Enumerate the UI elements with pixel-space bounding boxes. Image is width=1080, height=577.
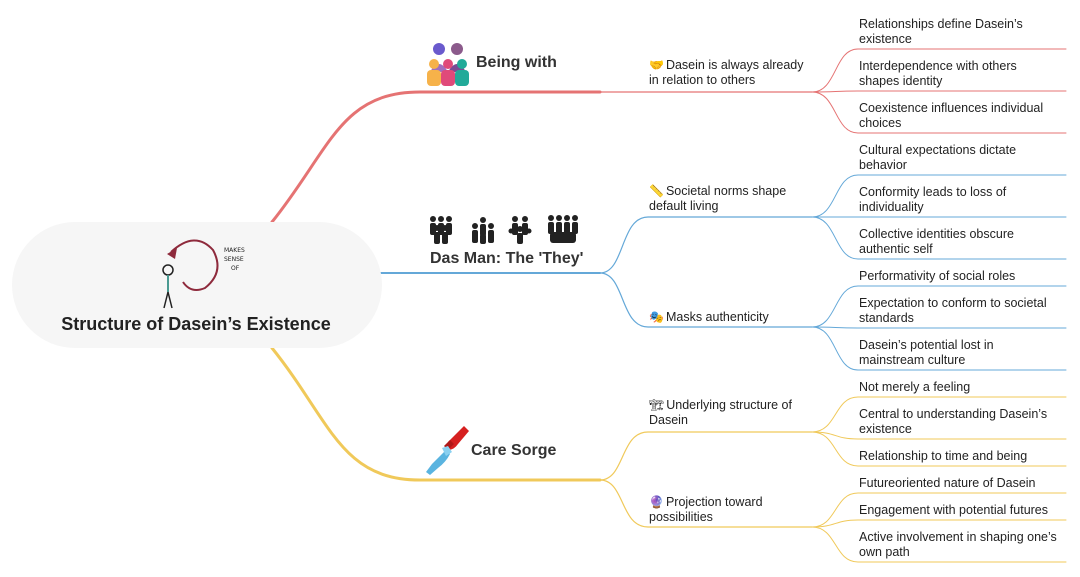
root-title[interactable]: Structure of Dasein’s Existence — [61, 314, 331, 334]
connector-das-man-masks — [599, 272, 813, 328]
connector-leaf-being-with-2 — [811, 90, 1067, 93]
connector-leaf-structure-2 — [811, 431, 1067, 440]
connector-leaf-masks-1 — [811, 285, 1067, 328]
leaf-relationships-define[interactable]: Relationships define Dasein’s existence — [859, 17, 1023, 46]
helping-hands-icon — [426, 426, 469, 475]
connector-care-projection — [599, 479, 813, 528]
connector-root-care-sorge — [270, 346, 602, 482]
leaf-central-understanding[interactable]: Central to understanding Dasein’s existe… — [859, 407, 1048, 436]
connector-leaf-norms-1 — [811, 174, 1067, 218]
leaf-engagement-futures[interactable]: Engagement with potential futures — [859, 503, 1049, 517]
connector-leaf-masks-3 — [811, 326, 1067, 371]
subtopic-societal-norms[interactable]: 📏Societal norms shape default living — [649, 184, 809, 214]
branch-title-being-with[interactable]: Being with — [476, 54, 557, 71]
leaf-potential-lost[interactable]: Dasein’s potential lost in mainstream cu… — [859, 338, 994, 367]
leaf-interdependence[interactable]: Interdependence with others shapes ident… — [859, 59, 1017, 88]
connector-leaf-structure-1 — [811, 396, 1067, 433]
ruler-icon: 📏 — [649, 184, 664, 198]
subtopic-relation-to-others[interactable]: 🤝Dasein is always already in relation to… — [649, 58, 814, 88]
connector-leaf-projection-2 — [811, 519, 1067, 528]
subtopic-projection[interactable]: 🔮Projection toward possibilities — [649, 495, 809, 525]
connector-leaf-masks-2 — [811, 326, 1067, 329]
connector-leaf-projection-1 — [811, 492, 1067, 528]
sketch-text-line-3: OF — [231, 265, 240, 272]
leaf-futureoriented[interactable]: Futureoriented nature of Dasein — [859, 476, 1036, 490]
subtopic-label: Projection toward possibilities — [649, 495, 763, 524]
handshake-icon: 🤝 — [649, 58, 664, 72]
theater-masks-icon: 🎭 — [649, 310, 664, 324]
leaf-conformity[interactable]: Conformity leads to loss of individualit… — [859, 185, 1007, 214]
branch-title-das-man[interactable]: Das Man: The 'They' — [430, 250, 584, 267]
subtopic-label: Societal norms shape default living — [649, 184, 787, 213]
leaf-not-merely-feeling[interactable]: Not merely a feeling — [859, 380, 971, 394]
connector-leaf-norms-3 — [811, 216, 1067, 260]
connector-root-being-with — [270, 90, 602, 224]
leaf-performativity[interactable]: Performativity of social roles — [859, 269, 1016, 283]
subtopic-label: Dasein is always already in relation to … — [649, 58, 804, 87]
subtopic-underlying-structure[interactable]: 🏗Underlying structure of Dasein — [649, 398, 809, 428]
leaf-cultural-expectations[interactable]: Cultural expectations dictate behavior — [859, 143, 1017, 172]
subtopic-masks-authenticity[interactable]: 🎭Masks authenticity — [649, 310, 809, 325]
construction-icon: 🏗 — [649, 398, 665, 412]
crowd-icon — [430, 215, 578, 244]
connector-leaf-projection-3 — [811, 526, 1067, 563]
figure-making-sense-icon: MAKES SENSE OF — [162, 239, 245, 309]
crystal-ball-icon: 🔮 — [649, 495, 664, 509]
connector-leaf-being-with-3 — [811, 91, 1067, 134]
leaf-collective-identities[interactable]: Collective identities obscure authentic … — [859, 227, 1014, 256]
group-of-people-icon — [427, 43, 469, 86]
sketch-text-line-1: MAKES — [224, 247, 245, 254]
leaf-active-involvement[interactable]: Active involvement in shaping one’s own … — [859, 530, 1057, 559]
branch-title-care-sorge[interactable]: Care Sorge — [471, 442, 557, 459]
connector-leaf-structure-3 — [811, 431, 1067, 467]
connector-leaf-being-with-1 — [811, 48, 1067, 93]
root-node[interactable] — [12, 222, 382, 348]
connector-care-structure — [599, 431, 813, 481]
connector-das-man-norms — [599, 216, 813, 274]
subtopic-label: Underlying structure of Dasein — [649, 398, 792, 427]
subtopic-label: Masks authenticity — [665, 310, 769, 324]
leaf-time-and-being[interactable]: Relationship to time and being — [859, 449, 1028, 463]
leaf-coexistence[interactable]: Coexistence influences individual choice… — [859, 101, 1044, 130]
leaf-expectation-conform[interactable]: Expectation to conform to societal stand… — [859, 296, 1047, 325]
sketch-text-line-2: SENSE — [224, 256, 244, 263]
